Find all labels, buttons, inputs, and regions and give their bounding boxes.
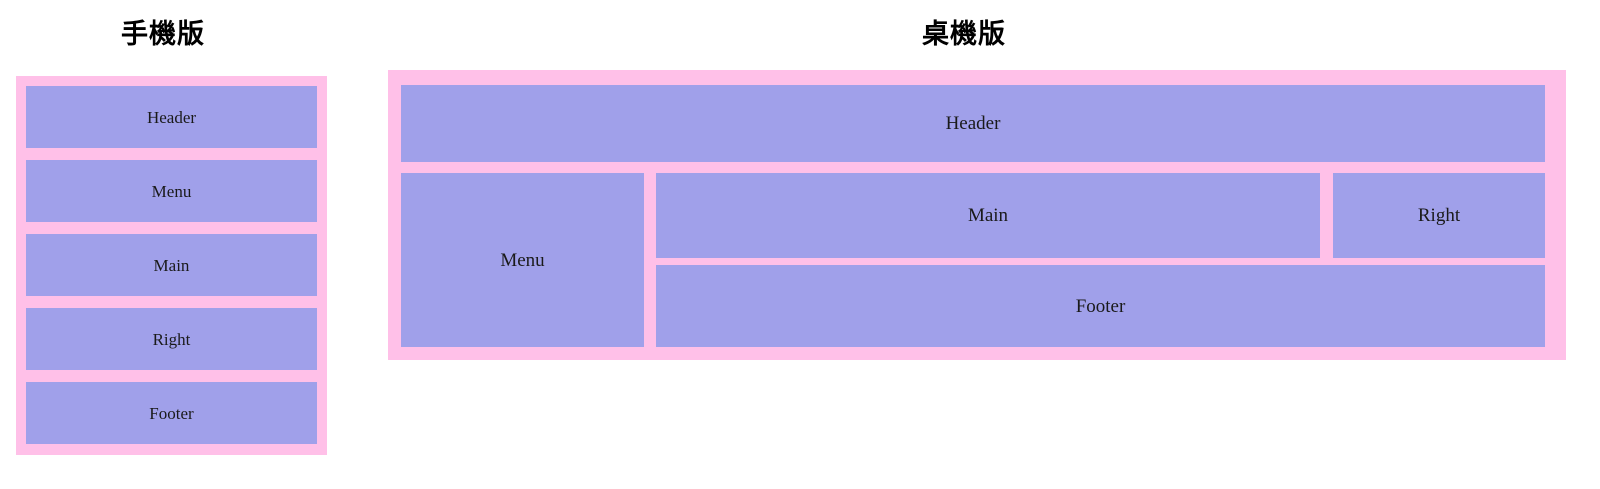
mobile-block-footer: Footer [26, 382, 317, 444]
desktop-block-header: Header [401, 85, 1545, 162]
mobile-layout-title: 手機版 [121, 19, 205, 50]
desktop-block-menu: Menu [401, 173, 644, 347]
mobile-block-main: Main [26, 234, 317, 296]
desktop-block-main: Main [656, 173, 1320, 258]
desktop-layout-title: 桌機版 [922, 19, 1006, 50]
desktop-block-footer: Footer [656, 265, 1545, 347]
mobile-layout-wireframe: Header Menu Main Right Footer [16, 76, 327, 455]
mobile-block-right: Right [26, 308, 317, 370]
desktop-block-right: Right [1333, 173, 1545, 258]
mobile-block-header: Header [26, 86, 317, 148]
mobile-block-menu: Menu [26, 160, 317, 222]
desktop-layout-wireframe: Header Menu Main Right Footer [388, 70, 1566, 360]
